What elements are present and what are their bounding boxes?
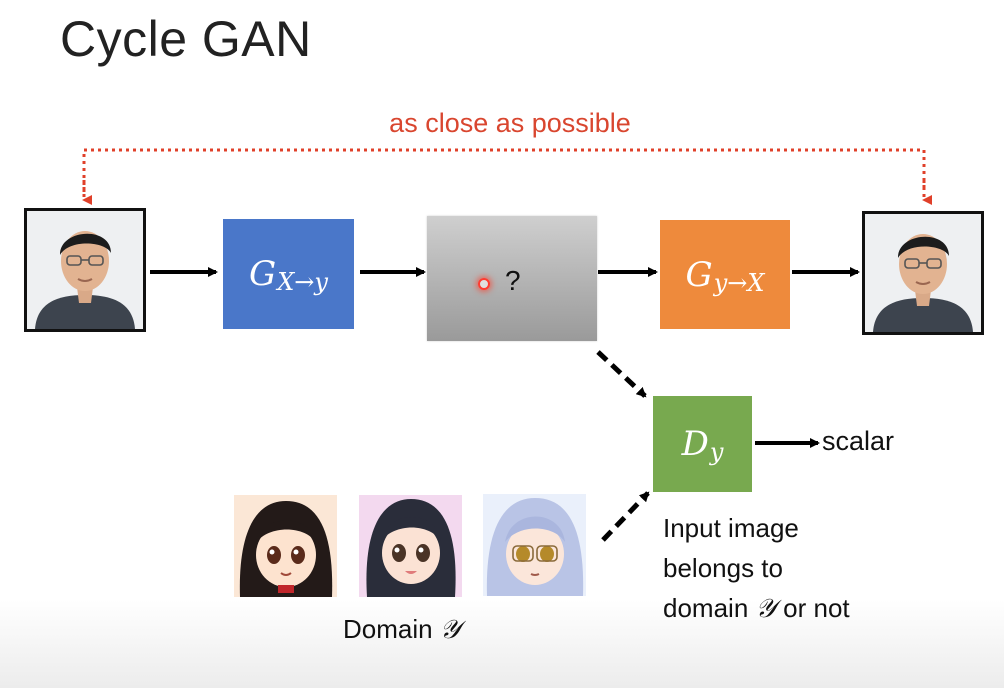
discriminator-caption: Input image belongs to domain 𝒴 or not xyxy=(663,508,850,629)
anime-face-icon xyxy=(483,494,586,596)
caption-or-not: or not xyxy=(783,593,850,623)
discriminator-subscript: 𝑦 xyxy=(709,438,724,466)
caption-line-1: Input image xyxy=(663,513,799,543)
caption-domain-symbol: 𝒴 xyxy=(755,594,776,624)
generator-yx-subscript: 𝑦→𝑋 xyxy=(713,268,765,297)
input-photo xyxy=(24,208,146,332)
person-photo-icon xyxy=(865,214,981,332)
domain-symbol: 𝒴 xyxy=(439,615,461,645)
domain-word: Domain xyxy=(343,614,433,644)
caption-line-3: domain 𝒴 or not xyxy=(663,588,850,629)
generator-xy-letter: G xyxy=(249,254,277,294)
dashed-arrow-middle-to-dy xyxy=(596,350,647,398)
close-as-possible-label: as close as possible xyxy=(389,108,631,138)
caption-line-2: belongs to xyxy=(663,553,783,583)
anime-face-icon xyxy=(234,495,337,597)
dashed-arrow-domain-to-dy xyxy=(601,491,650,542)
domain-y-label: Domain 𝒴 xyxy=(343,614,460,646)
generator-yx-letter: G xyxy=(685,254,713,295)
caption-domain-word: domain xyxy=(663,593,749,623)
cycle-consistency-bracket xyxy=(82,148,926,192)
person-photo-icon xyxy=(27,211,143,329)
reconstructed-photo xyxy=(862,211,984,335)
domain-y-sample-2 xyxy=(359,495,462,597)
scalar-output-label: scalar xyxy=(822,426,895,456)
pointer-dot-icon xyxy=(478,278,490,290)
unknown-image-label: ? xyxy=(505,265,521,296)
discriminator-letter: D xyxy=(681,424,709,464)
anime-face-icon xyxy=(359,495,462,597)
domain-y-sample-3 xyxy=(483,494,586,596)
generated-image-box xyxy=(427,216,597,341)
domain-y-sample-1 xyxy=(234,495,337,597)
slide-title: Cycle GAN xyxy=(60,11,312,67)
generator-xy-subscript: 𝑋→𝑦 xyxy=(277,268,328,296)
